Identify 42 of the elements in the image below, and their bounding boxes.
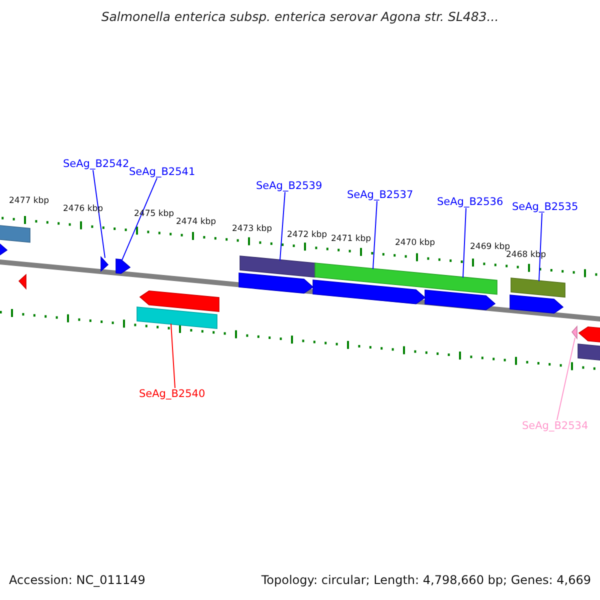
feature-bar <box>240 256 316 278</box>
gene-block <box>424 290 496 310</box>
leader-line <box>538 212 542 282</box>
gene-block <box>18 274 26 290</box>
feature-bar <box>510 278 566 298</box>
gene-label: SeAg_B2536 <box>437 196 504 208</box>
position-label: 2471 kbp <box>331 235 372 245</box>
position-label: 2473 kbp <box>232 225 272 235</box>
gene-block <box>116 258 131 274</box>
gene-block <box>578 326 600 344</box>
gene-label: SeAg_B2542 <box>63 158 130 170</box>
leader-line <box>372 200 378 270</box>
feature-bar <box>136 306 218 330</box>
title: Salmonella enterica subsp. enterica serovar Agona str. SL483... <box>100 10 500 24</box>
genome-summary: Topology: circular; Length: 4,798,660 bp; Genes: 4,669 <box>261 574 591 588</box>
leader-line <box>92 170 106 258</box>
position-label: 2469 kbp <box>470 243 510 252</box>
leader-line <box>122 178 158 261</box>
position-label: 2470 kbp <box>395 239 436 249</box>
gene-label: SeAg_B2534 <box>522 420 588 432</box>
position-label: 2472 kbp <box>287 231 328 241</box>
position-label: 2474 kbp <box>176 218 216 228</box>
accession-text: Accession: NC_011149 <box>9 574 146 588</box>
gene-block <box>0 242 8 257</box>
leader-line <box>556 337 576 420</box>
position-label: 2477 kbp <box>9 197 50 207</box>
gene-block <box>510 294 564 314</box>
gene-label: SeAg_B2540 <box>139 388 206 400</box>
feature-bar <box>578 344 600 362</box>
gene-label: SeAg_B2541 <box>129 166 196 178</box>
gene-label: SeAg_B2539 <box>256 180 322 192</box>
leader-line <box>462 208 466 278</box>
leader-line <box>280 192 286 261</box>
gene-label: SeAg_B2535 <box>512 201 578 214</box>
feature-bar <box>314 262 498 295</box>
gene-block <box>100 256 109 272</box>
gene-label: SeAg_B2537 <box>347 189 414 202</box>
feature-bar <box>0 224 30 243</box>
gene-block <box>238 272 314 294</box>
gene-block <box>139 290 220 312</box>
leader-line <box>170 323 176 388</box>
gene-block <box>312 280 426 304</box>
